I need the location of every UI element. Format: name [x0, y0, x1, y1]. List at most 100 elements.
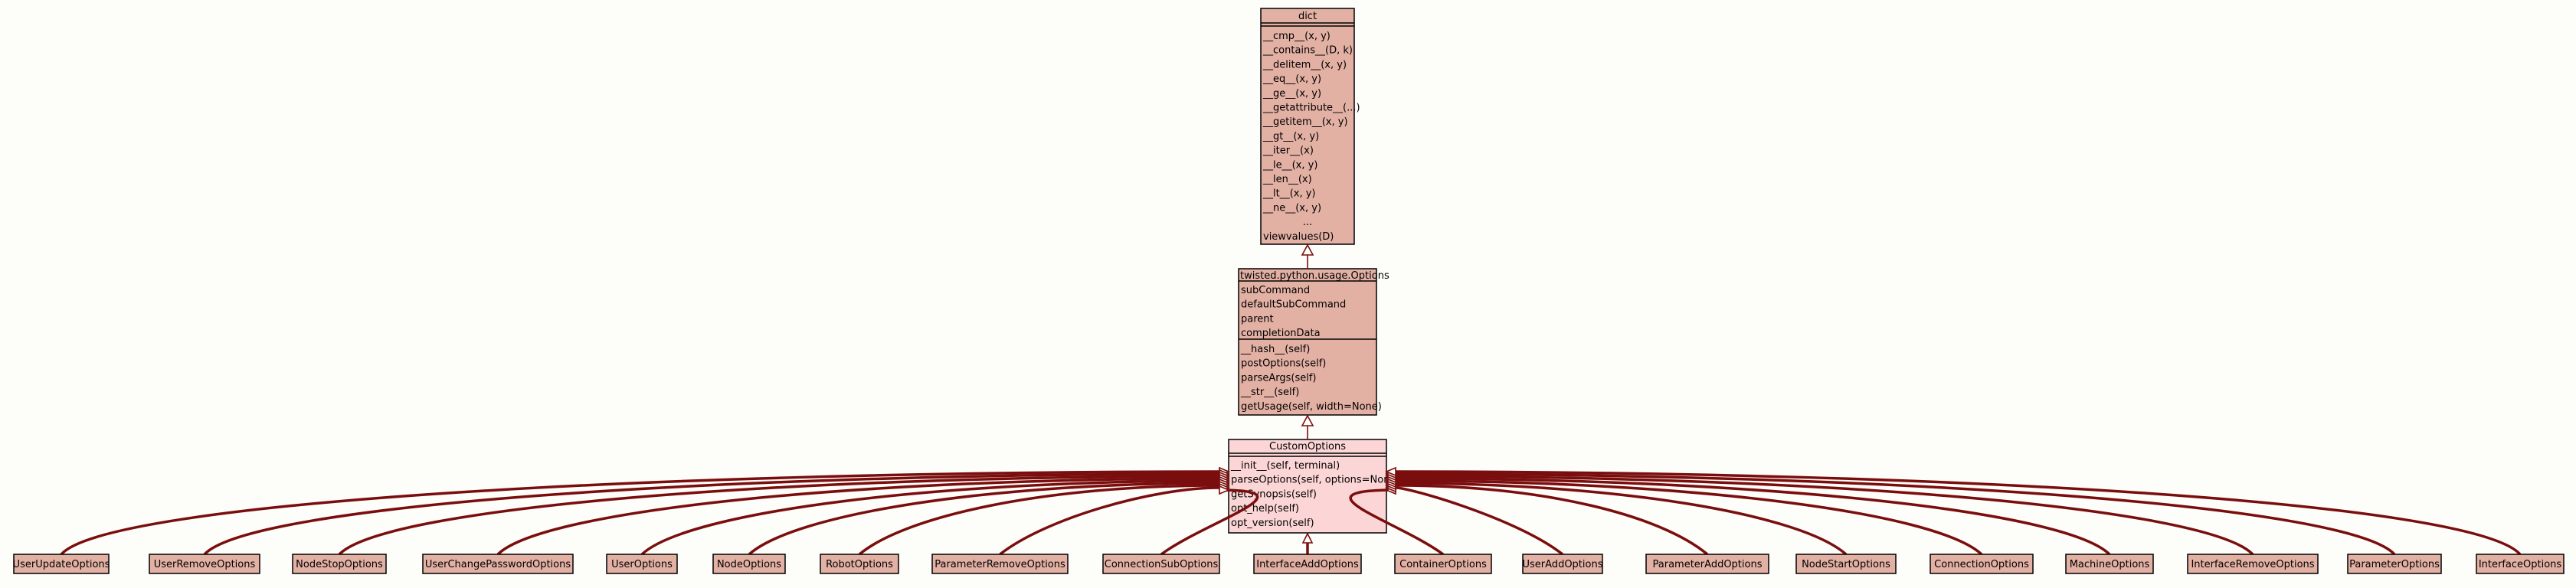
class-custom-options-title: CustomOptions: [1269, 441, 1346, 452]
subclass-name: UserChangePasswordOptions: [425, 559, 571, 570]
inheritance-edge: [640, 479, 1220, 556]
subclass-name: MachineOptions: [2070, 559, 2150, 570]
inheritance-edge: [1160, 488, 1259, 556]
subclass-name: UserUpdateOptions: [13, 559, 110, 570]
class-member: __getitem__(x, y): [1262, 116, 1348, 128]
subclass-box[interactable]: ConnectionSubOptions: [1102, 554, 1220, 574]
subclass-box[interactable]: UserAddOptions: [1522, 554, 1603, 574]
subclass-box[interactable]: InterfaceRemoveOptions: [2187, 554, 2319, 574]
subclass-name: RobotOptions: [826, 559, 893, 570]
subclass-box[interactable]: InterfaceOptions: [2476, 554, 2565, 574]
class-member: parent: [1241, 313, 1274, 325]
subclass-box[interactable]: ParameterAddOptions: [1645, 554, 1769, 574]
inheritance-arrowhead: [1384, 466, 1396, 477]
class-twisted-options-methods: __hash__(self) postOptions(self) parseArgs…: [1240, 344, 1382, 413]
inheritance-edge: [60, 470, 1220, 556]
subclass-box[interactable]: UserOptions: [606, 554, 678, 574]
class-member: ...: [1303, 217, 1312, 228]
class-member: parseArgs(self): [1241, 372, 1316, 384]
subclass-name: ContainerOptions: [1399, 559, 1487, 570]
subclass-name: NodeStartOptions: [1802, 559, 1890, 570]
inheritance-edge: [1349, 488, 1445, 556]
subclass-row: UserUpdateOptions UserRemoveOptions NodeSt…: [13, 554, 2565, 574]
class-member: __gt__(x, y): [1262, 131, 1319, 142]
class-twisted-options[interactable]: twisted.python.usage.Options subCommand d…: [1238, 268, 1389, 416]
subclass-box[interactable]: InterfaceAddOptions: [1253, 554, 1362, 574]
subclass-box[interactable]: ConnectionOptions: [1930, 554, 2034, 574]
subclass-box[interactable]: ParameterOptions: [2347, 554, 2442, 574]
class-custom-options[interactable]: CustomOptions __init__(self, terminal) pa…: [1228, 439, 1400, 534]
class-member: opt_help(self): [1231, 503, 1299, 514]
subclass-box[interactable]: ParameterRemoveOptions: [931, 554, 1069, 574]
inheritance-edge: [203, 472, 1220, 556]
class-member: completionData: [1241, 328, 1321, 339]
class-member: subCommand: [1241, 285, 1310, 296]
class-member: __len__(x): [1262, 174, 1312, 185]
inheritance-edge-custom-to-options: [1301, 414, 1314, 439]
subclass-box[interactable]: UserChangePasswordOptions: [422, 554, 574, 574]
class-dict-title: dict: [1298, 11, 1317, 22]
inheritance-edge: [1395, 470, 2522, 556]
subclass-name: ConnectionOptions: [1934, 559, 2029, 570]
class-member: __cmp__(x, y): [1262, 31, 1331, 42]
class-member: __getattribute__(...): [1262, 103, 1360, 114]
subclass-name: InterfaceRemoveOptions: [2191, 559, 2314, 570]
subclass-name: NodeOptions: [717, 559, 781, 570]
inheritance-edge-options-to-dict: [1301, 243, 1314, 269]
class-member: __ge__(x, y): [1262, 88, 1321, 100]
subclass-box[interactable]: MachineOptions: [2065, 554, 2154, 574]
class-member: opt_version(self): [1231, 518, 1314, 529]
class-member: getUsage(self, width=None): [1241, 401, 1382, 413]
inheritance-edge: [1395, 475, 2254, 556]
inheritance-edge: [748, 482, 1220, 556]
class-member: __hash__(self): [1240, 344, 1310, 355]
subclass-box[interactable]: UserRemoveOptions: [149, 554, 260, 574]
class-member: viewvalues(D): [1263, 231, 1334, 243]
inheritance-edge: [1395, 484, 1709, 556]
class-member: __contains__(D, k): [1262, 45, 1353, 57]
subclass-box[interactable]: ContainerOptions: [1394, 554, 1492, 574]
class-dict[interactable]: dict __cmp__(x, y) __contains__(D, k) __de…: [1260, 8, 1360, 245]
subclass-name: InterfaceOptions: [2479, 559, 2562, 570]
inheritance-edge: [338, 475, 1220, 556]
inheritance-arrowhead: [1301, 532, 1314, 544]
inheritance-edge: [858, 484, 1220, 556]
subclass-name: ParameterAddOptions: [1653, 559, 1763, 570]
subclass-name: ParameterOptions: [2349, 559, 2440, 570]
subclass-name: ConnectionSubOptions: [1105, 559, 1219, 570]
class-member: __ne__(x, y): [1262, 202, 1321, 214]
class-member: __init__(self, terminal): [1230, 460, 1340, 472]
subclass-name: ParameterRemoveOptions: [934, 559, 1065, 570]
inheritance-edge: [1395, 479, 1983, 556]
class-member: __lt__(x, y): [1262, 188, 1316, 200]
class-twisted-options-attributes: subCommand defaultSubCommand parent complet…: [1241, 285, 1346, 339]
subclass-box[interactable]: NodeOptions: [712, 554, 786, 574]
class-dict-methods: __cmp__(x, y) __contains__(D, k) __delitem…: [1262, 31, 1360, 243]
class-member: __str__(self): [1240, 387, 1299, 398]
inheritance-edge: [496, 477, 1220, 556]
subclass-box[interactable]: NodeStopOptions: [292, 554, 387, 574]
inheritance-edge: [1395, 477, 2111, 556]
inheritance-edge: [1395, 486, 1564, 556]
subclass-name: UserRemoveOptions: [154, 559, 256, 570]
class-member: __le__(x, y): [1262, 159, 1317, 171]
class-member: __iter__(x): [1262, 145, 1314, 157]
subclass-name: UserOptions: [611, 559, 673, 570]
subclass-name: NodeStopOptions: [296, 559, 383, 570]
class-custom-options-methods: __init__(self, terminal) parseOptions(sel…: [1230, 460, 1400, 529]
class-member: parseOptions(self, options=None): [1231, 475, 1400, 486]
class-member: __eq__(x, y): [1262, 74, 1321, 85]
subclass-name: InterfaceAddOptions: [1256, 559, 1359, 570]
inheritance-arrowhead: [1219, 485, 1231, 495]
class-member: postOptions(self): [1241, 358, 1326, 370]
class-twisted-options-title: twisted.python.usage.Options: [1240, 270, 1389, 282]
subclass-edges: [60, 466, 2522, 556]
inheritance-edge: [1395, 482, 1848, 556]
subclass-box[interactable]: UserUpdateOptions: [13, 554, 110, 574]
subclass-name: UserAddOptions: [1523, 559, 1603, 570]
class-member: __delitem__(x, y): [1262, 59, 1347, 70]
class-member: defaultSubCommand: [1241, 299, 1346, 311]
subclass-box[interactable]: RobotOptions: [820, 554, 899, 574]
subclass-box[interactable]: NodeStartOptions: [1795, 554, 1897, 574]
